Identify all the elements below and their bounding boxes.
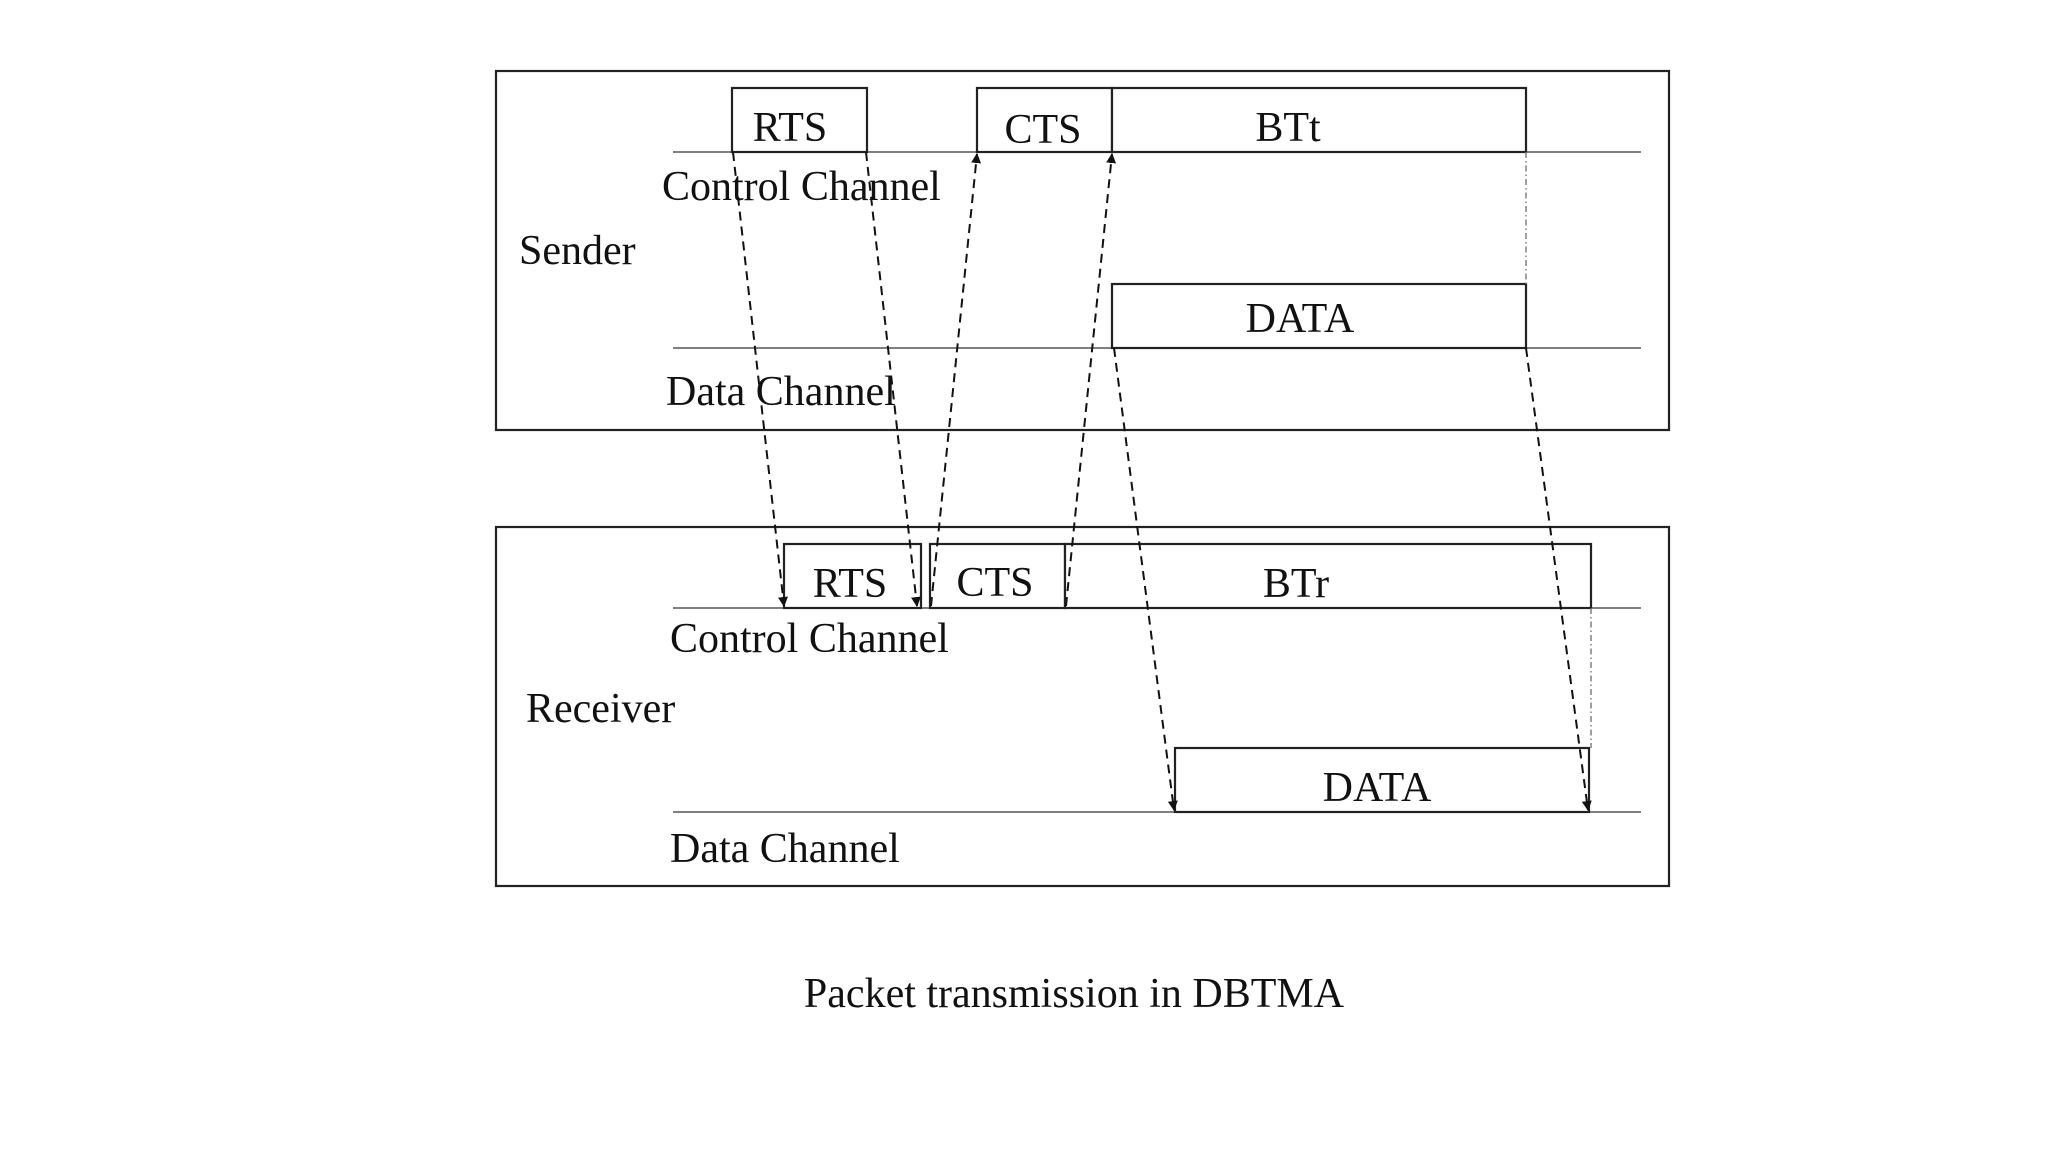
receiver-data-channel-label: Data Channel [670, 826, 900, 872]
receiver-label: Receiver [526, 686, 675, 732]
receiver-panel: Receiver RTS CTS BTr DATA Control Channe… [494, 525, 1671, 888]
receiver-busy-tone-packet [1063, 542, 1593, 610]
receiver-busy-tone-label: BTr [1263, 561, 1329, 607]
sender-busy-tone-label: BTt [1255, 105, 1321, 151]
sender-panel: Sender RTS CTS BTt DATA Control Channel … [494, 69, 1671, 432]
receiver-data-label: DATA [1323, 765, 1432, 811]
sender-cts-label: CTS [1004, 107, 1081, 153]
rts-end-arrow [865, 151, 921, 607]
sender-label: Sender [519, 228, 636, 274]
sender-data-channel-label: Data Channel [666, 369, 896, 415]
sender-rts-packet [730, 86, 869, 154]
cts-start-arrow [930, 153, 982, 607]
rts-start-arrow [732, 151, 788, 607]
receiver-control-channel-label: Control Channel [670, 616, 949, 662]
sender-control-channel-label: Control Channel [662, 164, 941, 210]
sender-data-packet [1110, 282, 1528, 350]
data-start-arrow [1113, 347, 1178, 811]
receiver-data-packet [1173, 746, 1591, 814]
receiver-frame [494, 525, 1671, 888]
propagation-arrows [732, 151, 1592, 811]
sender-data-label: DATA [1246, 296, 1355, 342]
data-end-arrow [1525, 347, 1592, 811]
receiver-cts-packet [928, 542, 1067, 610]
receiver-rts-packet [782, 542, 923, 610]
cts-end-arrow [1065, 153, 1117, 607]
sender-busy-tone-packet [1110, 86, 1528, 154]
sender-rts-label: RTS [753, 105, 828, 151]
figure-caption: Packet transmission in DBTMA [804, 971, 1345, 1017]
receiver-rts-label: RTS [813, 561, 888, 607]
receiver-cts-label: CTS [956, 560, 1033, 606]
sender-frame [494, 69, 1671, 432]
